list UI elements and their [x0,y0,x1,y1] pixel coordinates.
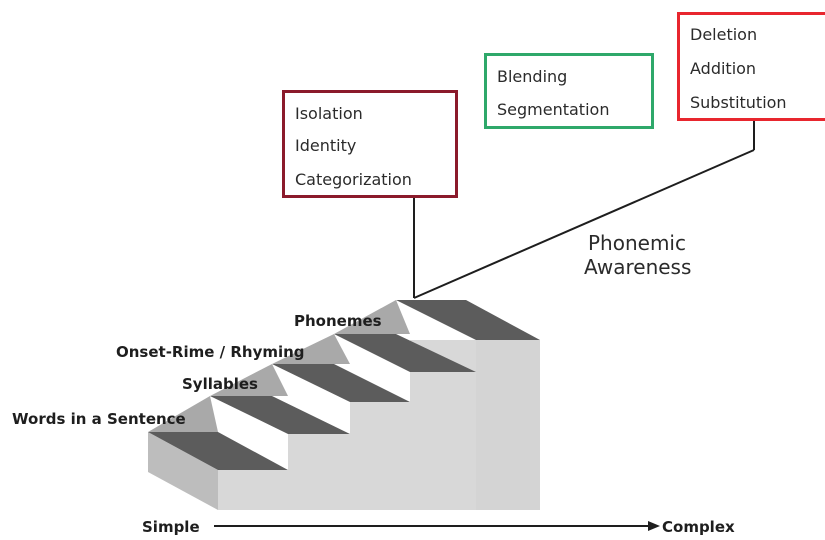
step-label-onset-rime-rhyming: Onset-Rime / Rhyming [116,343,305,361]
skill-item-blending: Blending [497,67,568,86]
skill-item-substitution: Substitution [690,93,787,112]
step-label-words-in-a-sentence: Words in a Sentence [12,410,186,428]
stair-tread-1 [148,432,288,470]
axis-label-simple: Simple [142,518,200,536]
phonemic-awareness-label-line1: Phonemic [588,231,686,255]
stair-riser-shade-3 [210,364,288,396]
stair-riser-4 [410,340,476,510]
stair-tread-3 [272,364,410,402]
stair-side-face [148,432,218,510]
skill-box-1: Isolation Identity Categorization [282,90,458,198]
stair-tread-5 [396,300,540,340]
axis-label-complex: Complex [662,518,735,536]
skill-item-categorization: Categorization [295,170,412,189]
skill-item-isolation: Isolation [295,104,363,123]
skill-box-3: Deletion Addition Substitution [677,12,825,121]
stair-tread-4 [334,334,476,372]
stair-right-face [476,340,540,510]
skill-item-addition: Addition [690,59,757,78]
skill-item-segmentation: Segmentation [497,100,610,119]
stair-riser-shade-2 [148,396,218,432]
step-label-syllables: Syllables [182,375,258,393]
skill-box-2: Blending Segmentation [484,53,654,129]
skill-item-identity: Identity [295,136,357,155]
complexity-arrow-head [648,521,660,531]
skill-item-deletion: Deletion [690,25,758,44]
connector-line-box3 [413,149,755,299]
step-label-phonemes: Phonemes [294,312,382,330]
stair-riser-2 [288,434,350,510]
stair-riser-shade-4 [272,334,350,364]
stair-riser-3 [350,402,410,510]
stair-tread-2 [210,396,350,434]
phonemic-awareness-label-line2: Awareness [584,255,692,279]
stair-riser-1 [218,470,288,510]
stair-riser-shade-5 [334,300,410,334]
